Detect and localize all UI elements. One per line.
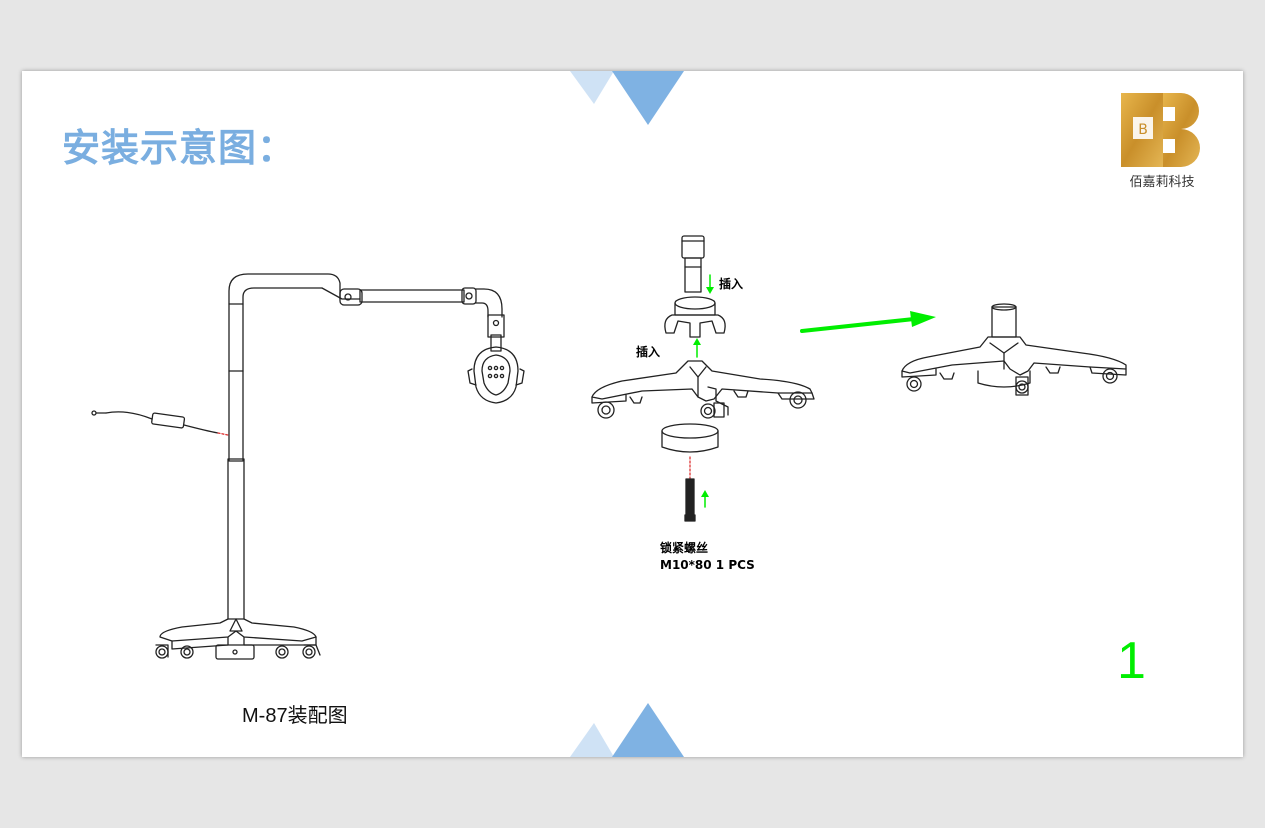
brand-logo: B 佰嘉莉科技: [1119, 93, 1205, 190]
insert-label-left: 插入: [636, 345, 661, 359]
green-arrows: [693, 274, 936, 508]
arrow-up-icon: [701, 490, 709, 497]
screw-name-label: 锁紧螺丝: [660, 541, 709, 555]
assembly-caption: M-87装配图: [242, 705, 348, 727]
arrow-right-icon: [910, 311, 936, 327]
screw-spec-label: M10*80 1 PCS: [660, 558, 755, 572]
arrow-down-icon: [706, 287, 714, 294]
slide: 安装示意图： B 佰嘉莉科技: [22, 71, 1243, 757]
assembled-lamp-illustration: [91, 273, 525, 660]
page-number: 1: [1117, 632, 1146, 690]
exploded-view-illustration: [591, 235, 815, 522]
insert-label-top: 插入: [719, 277, 744, 291]
page-title: 安装示意图：: [62, 126, 297, 170]
logo-mark-icon: B: [1121, 93, 1200, 167]
top-triangle-dark: [612, 71, 684, 125]
bottom-triangle-dark: [612, 703, 684, 757]
assembled-base-illustration: [901, 303, 1127, 396]
decorative-triangles: [570, 71, 684, 757]
svg-text:B: B: [1138, 122, 1148, 138]
logo-brand-text: 佰嘉莉科技: [1129, 175, 1195, 190]
assembly-drawings: [91, 235, 1127, 660]
arrow-up-icon: [693, 338, 701, 345]
bottom-triangle-light: [570, 723, 614, 757]
top-triangle-light: [570, 71, 614, 104]
